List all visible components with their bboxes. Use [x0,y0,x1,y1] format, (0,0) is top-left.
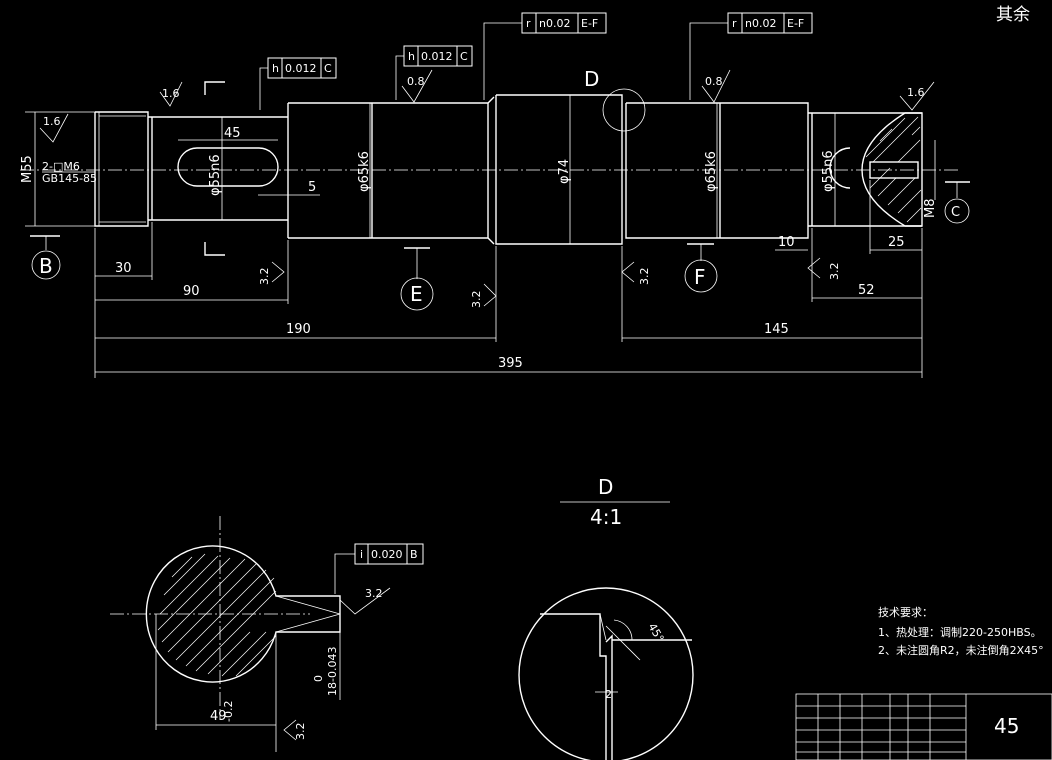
section-cut-markers [204,81,225,256]
dim-overall: 395 [498,356,523,371]
fcf-5: i 0.020 B [334,543,424,594]
thread-note-2: GB145-85 [42,172,97,185]
dim-25: 25 [888,235,905,250]
keyway-section-view [110,516,341,752]
datum-symbols [30,181,970,311]
detail-dim-2: 2 [605,688,612,701]
fcf-1: h 0.012 C [259,57,337,110]
dia-m8: M8 [923,199,938,219]
dimension-lines [25,95,936,378]
dim-90: 90 [183,284,200,299]
svg-text:C: C [460,50,468,63]
svg-text:0.020: 0.020 [371,548,403,561]
dim-45: 45 [224,126,241,141]
tech-requirements-title: 技术要求： [878,606,933,619]
section-depth-tol: 0 [312,675,325,682]
dia-m55: M55 [20,155,35,183]
svg-text:E-F: E-F [787,17,804,30]
rough-08b: 0.8 [705,75,723,88]
corner-note: 其余 [996,5,1030,25]
tech-requirement-1: 1、热处理：调制220-250HBS。 [878,626,1042,639]
datum-f: F [694,265,706,289]
svg-text:h: h [408,50,415,63]
svg-text:r: r [732,17,737,30]
rough-32f: 3.2 [365,587,383,600]
section-hatching-right [865,116,922,223]
dim-5: 5 [308,180,316,195]
svg-text:0.012: 0.012 [421,50,453,63]
svg-text:n0.02: n0.02 [539,17,570,30]
dim-30: 30 [115,261,132,276]
svg-text:h: h [272,62,279,75]
dim-52: 52 [858,283,875,298]
svg-text:B: B [410,548,418,561]
rough-32a: 3.2 [258,268,271,286]
rough-32e: 3.2 [294,723,307,741]
detail-label-d: D [584,67,599,91]
datum-c: C [951,205,960,220]
title-block [795,693,1052,760]
rough-08a: 0.8 [407,75,425,88]
svg-text:n0.02: n0.02 [745,17,776,30]
dim-10: 10 [778,235,795,250]
section-width: 49 [210,709,227,724]
datum-e: E [410,282,423,306]
detail-dim-45: 45° [645,621,666,644]
rough-16a: 1.6 [43,115,61,128]
detail-view-d [518,501,694,760]
tech-requirement-2: 2、未注圆角R2，未注倒角2X45° [878,644,1044,657]
dia-65k6-right: φ65k6 [704,151,719,192]
rough-32c: 3.2 [638,268,651,286]
svg-text:i: i [360,548,363,561]
roughness-symbols [39,69,935,741]
fcf-2: h 0.012 C [395,45,473,100]
dia-55n6-right: φ55n6 [821,150,836,192]
section-depth: 18-0.043 [326,647,339,696]
rough-16c: 1.6 [907,86,925,99]
rough-32b: 3.2 [470,291,483,309]
rough-32d: 3.2 [828,263,841,281]
detail-circle-d [602,88,646,132]
thread-note-1: 2-□M6 [42,160,80,173]
rough-16b: 1.6 [162,87,180,100]
detail-title: D [598,475,613,499]
svg-text:r: r [526,17,531,30]
fcf-3: r n0.02 E-F [483,12,607,100]
dia-74: φ74 [557,159,572,184]
section-width-suffix: -0.2 [222,701,235,722]
dia-65k6-left: φ65k6 [357,151,372,192]
dim-145: 145 [764,322,789,337]
detail-scale: 4:1 [590,505,622,529]
shaft-outline [94,94,923,245]
dim-190: 190 [286,322,311,337]
datum-b: B [39,254,53,278]
fcf-4: r n0.02 E-F [689,12,813,100]
title-material: 45 [994,714,1019,738]
svg-text:C: C [324,62,332,75]
svg-text:E-F: E-F [581,17,598,30]
dia-55n6-left: φ55n6 [208,154,223,196]
svg-text:0.012: 0.012 [285,62,317,75]
